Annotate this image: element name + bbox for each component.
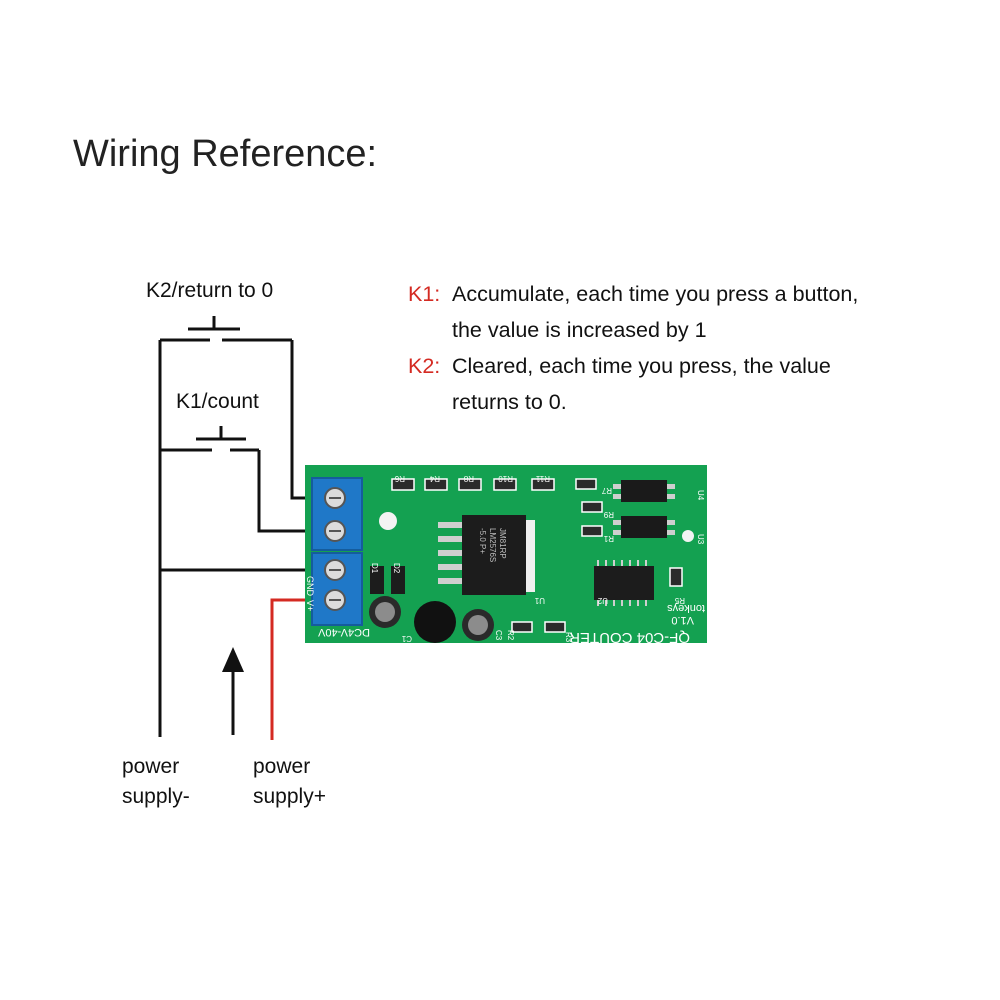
switch-k1	[160, 426, 259, 452]
ref-d1: D1	[370, 563, 379, 574]
supply-minus-line: supply-	[122, 785, 190, 808]
ref-u3: U3	[696, 534, 705, 545]
capacitor-c3	[462, 609, 494, 641]
ref-r7: R7	[601, 486, 612, 495]
mounting-hole	[682, 530, 694, 542]
resistor	[458, 478, 482, 491]
inductor	[414, 601, 456, 643]
diode-d2	[391, 566, 405, 594]
terminal-vplus-label: V+	[305, 600, 315, 611]
ref-r6: R6	[394, 474, 405, 483]
note-line: Accumulate, each time you press a button…	[452, 282, 859, 306]
ref-r5: R5	[674, 596, 685, 605]
regulator-marking: -5.0 P+	[478, 528, 487, 554]
optocoupler-u4	[613, 480, 675, 502]
resistor	[531, 478, 555, 491]
note-line: returns to 0.	[452, 390, 567, 414]
switch-k2-label: K2/return to 0	[146, 279, 274, 302]
regulator-marking: LM2576S	[488, 528, 497, 562]
ref-r11: R11	[535, 474, 550, 483]
note-k2: K2: Cleared, each time you press, the va…	[408, 348, 988, 420]
resistor	[424, 478, 448, 491]
switch-k1-label: K1/count	[176, 390, 259, 413]
ref-d2: D2	[392, 563, 401, 574]
regulator-u1	[438, 515, 535, 595]
resistor	[581, 501, 603, 513]
note-key-k2: K2:	[408, 354, 441, 378]
diode-d1	[370, 566, 384, 594]
ref-c3: C3	[494, 630, 503, 641]
ref-r2: R2	[506, 630, 515, 641]
ref-r3: R3	[564, 632, 573, 643]
ref-c1: C1	[401, 634, 412, 643]
ref-r8: R8	[463, 474, 474, 483]
supply-plus-line: power	[253, 755, 311, 778]
supply-minus-line: power	[122, 755, 180, 778]
ref-r4: R4	[429, 474, 440, 483]
optocoupler-u3	[613, 516, 675, 538]
regulator-marking: JM81RP	[498, 528, 507, 559]
wire-common-negative	[158, 340, 330, 737]
note-key-k1: K1:	[408, 282, 441, 306]
ref-u1: U1	[534, 596, 545, 605]
board-model-label: QF-C04 COUTER	[569, 629, 690, 646]
key-notes: K1: Accumulate, each time you press a bu…	[408, 276, 988, 420]
arrow-up-icon	[222, 647, 244, 735]
board-brand-label: tonkeys	[667, 602, 705, 614]
note-k1: K1: Accumulate, each time you press a bu…	[408, 276, 988, 348]
note-line: Cleared, each time you press, the value	[452, 354, 831, 378]
resistor	[575, 478, 597, 490]
mounting-hole	[379, 512, 397, 530]
board-voltage-label: DC4V-40V	[317, 626, 370, 638]
ref-r1: R1	[603, 534, 614, 543]
terminal-gnd-label: GND	[305, 576, 315, 597]
resistor	[544, 621, 566, 633]
ref-u4: U4	[696, 490, 705, 501]
power-supply-plus-label: power supply+	[253, 752, 326, 812]
resistor	[581, 525, 603, 537]
switch-k2	[160, 316, 292, 342]
board-version-label: V1.0	[671, 614, 694, 626]
supply-plus-line: supply+	[253, 785, 326, 808]
ref-r9: R9	[603, 510, 614, 519]
counter-board: QF-C04 COUTER V1.0 tonkeys DC4V-40V GND …	[305, 465, 707, 646]
resistor	[391, 478, 415, 491]
capacitor-c1	[369, 596, 401, 628]
power-supply-minus-label: power supply-	[122, 752, 190, 812]
ref-r10: R10	[498, 474, 513, 483]
page-title: Wiring Reference:	[73, 133, 378, 175]
ref-u2: U2	[597, 596, 608, 605]
resistor	[669, 567, 683, 587]
chip-u2	[594, 560, 654, 606]
note-line: the value is increased by 1	[452, 318, 707, 342]
resistor	[511, 621, 533, 633]
resistor	[493, 478, 517, 491]
